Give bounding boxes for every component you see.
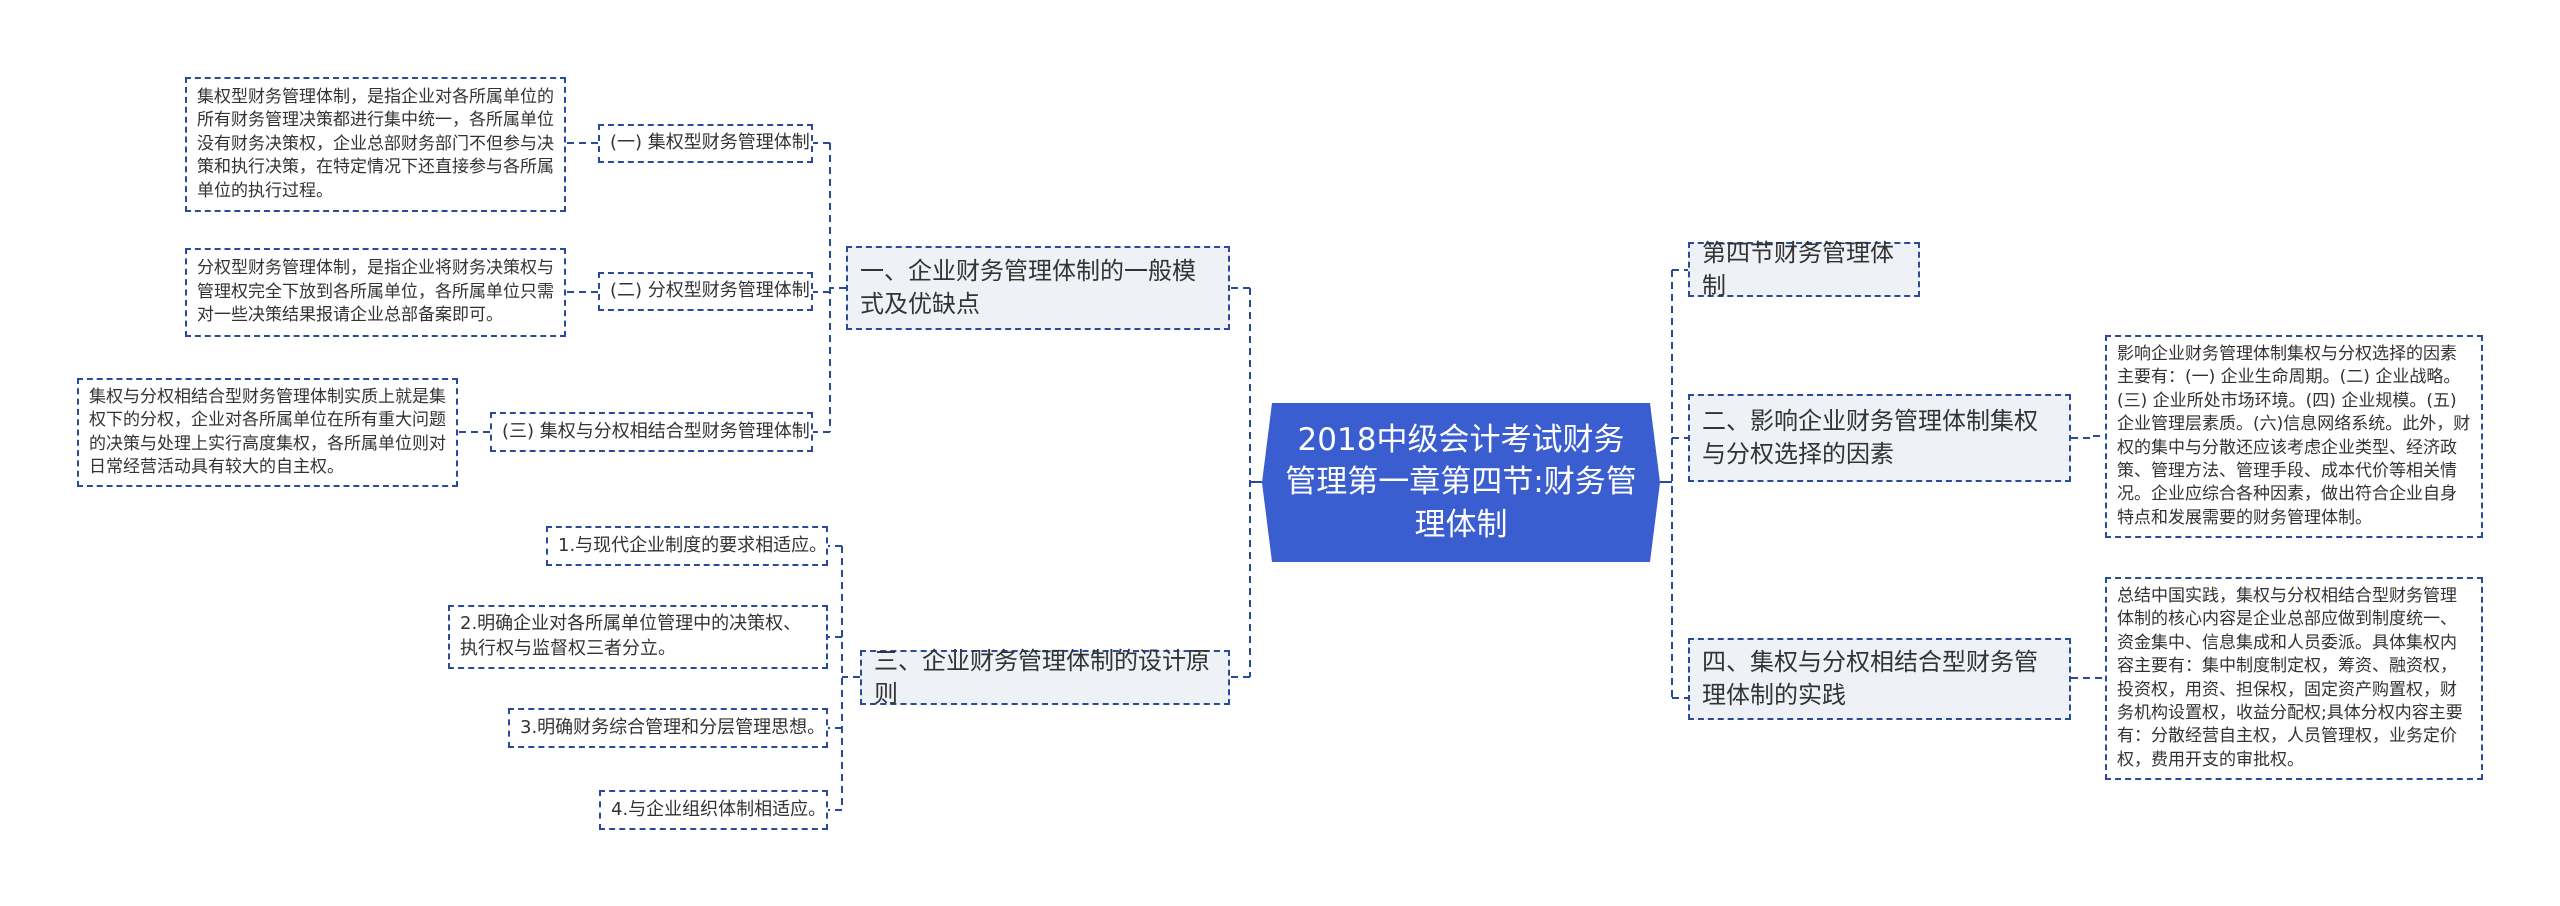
detail-text: 分权型财务管理体制，是指企业将财务决策权与管理权完全下放到各所属单位，各所属单位… [197,258,554,326]
principle-label: 4.与企业组织体制相适应。 [611,798,827,820]
detail-text: 影响企业财务管理体制集权与分权选择的因素主要有：(一) 企业生命周期。(二) 企… [2117,343,2471,528]
subtopic-label: (二) 分权型财务管理体制 [610,280,810,302]
topic-label: 一、企业财务管理体制的一般模式及优缺点 [860,257,1196,318]
detail-centralized[interactable]: 集权型财务管理体制，是指企业对各所属单位的所有财务管理决策都进行集中统一，各所属… [185,77,566,212]
topic-label: 四、集权与分权相结合型财务管理体制的实践 [1702,648,2038,709]
principle-2[interactable]: 2.明确企业对各所属单位管理中的决策权、执行权与监督权三者分立。 [448,605,828,669]
detail-factors[interactable]: 影响企业财务管理体制集权与分权选择的因素主要有：(一) 企业生命周期。(二) 企… [2105,335,2483,538]
detail-mixed[interactable]: 集权与分权相结合型财务管理体制实质上就是集权下的分权，企业对各所属单位在所有重大… [77,378,458,487]
principle-label: 3.明确财务综合管理和分层管理思想。 [520,716,826,738]
topic-section-four[interactable]: 第四节财务管理体制 [1688,239,1920,300]
subtopic-centralized[interactable]: (一) 集权型财务管理体制 [598,124,813,163]
principle-label: 1.与现代企业制度的要求相适应。 [558,534,828,556]
subtopic-mixed[interactable]: (三) 集权与分权相结合型财务管理体制 [490,412,813,452]
topic-label: 第四节财务管理体制 [1702,238,1894,300]
detail-text: 总结中国实践，集权与分权相结合型财务管理体制的核心内容是企业总部应做到制度统一、… [2117,585,2463,770]
principle-label: 2.明确企业对各所属单位管理中的决策权、执行权与监督权三者分立。 [460,613,802,659]
topic-design-principles[interactable]: 三、企业财务管理体制的设计原则 [860,647,1230,708]
detail-decentralized[interactable]: 分权型财务管理体制，是指企业将财务决策权与管理权完全下放到各所属单位，各所属单位… [185,248,566,337]
central-topic-label: 2018中级会计考试财务管理第一章第四节:财务管理体制 [1285,422,1637,543]
principle-4[interactable]: 4.与企业组织体制相适应。 [599,790,828,830]
subtopic-label: (三) 集权与分权相结合型财务管理体制 [502,420,810,442]
detail-practice[interactable]: 总结中国实践，集权与分权相结合型财务管理体制的核心内容是企业总部应做到制度统一、… [2105,577,2483,780]
detail-text: 集权与分权相结合型财务管理体制实质上就是集权下的分权，企业对各所属单位在所有重大… [89,386,446,477]
principle-3[interactable]: 3.明确财务综合管理和分层管理思想。 [508,708,828,748]
subtopic-label: (一) 集权型财务管理体制 [610,132,810,154]
topic-factors[interactable]: 二、影响企业财务管理体制集权与分权选择的因素 [1688,394,2071,482]
subtopic-decentralized[interactable]: (二) 分权型财务管理体制 [598,272,813,311]
central-topic[interactable]: 2018中级会计考试财务管理第一章第四节:财务管理体制 [1262,403,1660,562]
detail-text: 集权型财务管理体制，是指企业对各所属单位的所有财务管理决策都进行集中统一，各所属… [197,86,554,201]
topic-label: 三、企业财务管理体制的设计原则 [874,646,1210,708]
topic-general-modes[interactable]: 一、企业财务管理体制的一般模式及优缺点 [846,246,1230,330]
topic-practice[interactable]: 四、集权与分权相结合型财务管理体制的实践 [1688,638,2071,720]
topic-label: 二、影响企业财务管理体制集权与分权选择的因素 [1702,407,2038,468]
principle-1[interactable]: 1.与现代企业制度的要求相适应。 [546,526,828,566]
